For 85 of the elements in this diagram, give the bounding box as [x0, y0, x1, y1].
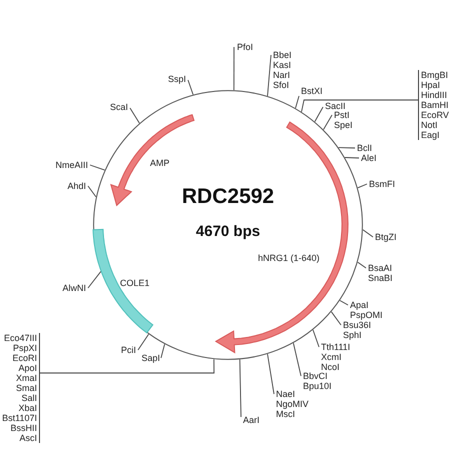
restriction-site-label: PspXI	[12, 343, 37, 353]
restriction-site-label: XcmI	[321, 352, 342, 362]
leader-line	[339, 300, 348, 306]
restriction-site-label: SmaI	[16, 383, 37, 393]
leader-line	[90, 164, 106, 171]
leader-line	[233, 46, 234, 91]
leader-line	[295, 96, 300, 109]
restriction-site-label: SapI	[141, 353, 160, 363]
restriction-site-label: SacII	[325, 101, 346, 111]
restriction-site-label: Bpu10I	[303, 381, 332, 391]
leader-line	[160, 344, 166, 358]
restriction-site-label: NaeI	[276, 389, 296, 399]
site-label-bracket	[418, 70, 449, 140]
restriction-site-label: PciI	[120, 345, 136, 355]
restriction-site-label: SpeI	[334, 120, 353, 130]
restriction-site-label: PstI	[334, 110, 350, 120]
restriction-site-label: EcoRV	[421, 110, 449, 120]
restriction-site-label: NotI	[421, 120, 438, 130]
leader-line	[330, 311, 342, 326]
leader-line	[323, 114, 332, 130]
restriction-site-label: HpaI	[421, 80, 440, 90]
leader-line	[292, 342, 302, 376]
restriction-site-label: Eco47III	[4, 333, 37, 343]
restriction-site-label: SspI	[168, 74, 186, 84]
restriction-site-label: SnaBI	[368, 273, 393, 283]
restriction-site-label: Bsu36I	[343, 320, 372, 330]
leader-line	[312, 329, 320, 348]
restriction-site-label: AleI	[361, 153, 377, 163]
leader-line	[239, 359, 242, 418]
restriction-site-label: KasI	[273, 60, 292, 70]
restriction-site-label: SalI	[21, 393, 37, 403]
restriction-site-label: EagI	[421, 130, 440, 140]
restriction-site-label: PfoI	[237, 42, 254, 52]
restriction-site-label: PspOMI	[350, 310, 383, 320]
restriction-site-label: BmgBI	[421, 70, 448, 80]
leader-line	[362, 229, 374, 238]
restriction-site-label: AhdI	[67, 181, 86, 191]
restriction-site-label: NcoI	[321, 362, 340, 372]
restriction-site-label: BssHII	[10, 423, 37, 433]
leader-line	[130, 108, 140, 124]
restriction-site-label: BclI	[357, 143, 372, 153]
leader-line	[267, 354, 274, 394]
leader-line	[138, 334, 150, 350]
leader-line	[344, 157, 360, 158]
restriction-site-label: BbvCI	[303, 371, 328, 381]
restriction-site-label: NmeAIII	[55, 160, 88, 170]
restriction-site-label: NgoMIV	[276, 399, 309, 409]
restriction-site-label: ScaI	[110, 102, 128, 112]
feature-label: AMP	[150, 158, 170, 168]
leader-line	[338, 147, 356, 148]
restriction-site-label: SfoI	[273, 80, 290, 90]
restriction-site-label: XmaI	[16, 373, 37, 383]
restriction-site-label: BtgZI	[375, 232, 397, 242]
leader-line	[357, 184, 368, 188]
leader-line	[314, 106, 324, 122]
restriction-site-label: NarI	[273, 70, 290, 80]
plasmid-name: RDC2592	[182, 185, 274, 209]
restriction-site-label: AscI	[19, 433, 37, 443]
feature-label: hNRG1 (1-640)	[258, 253, 320, 263]
leader-line	[38, 358, 214, 374]
leader-line	[357, 262, 366, 268]
restriction-site-label: BsaAI	[368, 263, 392, 273]
restriction-site-label: AlwNI	[62, 283, 86, 293]
leader-line	[88, 270, 102, 288]
restriction-site-label: BbeI	[273, 50, 292, 60]
leader-line	[267, 54, 272, 96]
restriction-site-label: MscI	[276, 409, 295, 419]
restriction-site-label: Tth111I	[321, 342, 350, 352]
restriction-site-label: BamHI	[421, 100, 449, 110]
restriction-site-label: ApoI	[18, 363, 37, 373]
site-label-bracket	[2, 333, 40, 443]
restriction-site-label: AarI	[243, 415, 260, 425]
restriction-site-label: BstXI	[301, 86, 323, 96]
leader-line	[88, 186, 96, 198]
leader-line	[188, 80, 194, 96]
plasmid-size: 4670 bps	[196, 223, 260, 240]
leader-line	[301, 100, 420, 112]
restriction-site-label: Bst1107I	[2, 413, 37, 423]
restriction-site-label: HindIII	[421, 90, 448, 100]
feature-label: COLE1	[120, 278, 150, 288]
restriction-site-label: BsmFI	[369, 179, 395, 189]
restriction-site-label: EcoRI	[12, 353, 37, 363]
restriction-site-label: SphI	[343, 330, 362, 340]
restriction-site-label: ApaI	[350, 300, 369, 310]
restriction-site-label: XbaI	[18, 403, 37, 413]
